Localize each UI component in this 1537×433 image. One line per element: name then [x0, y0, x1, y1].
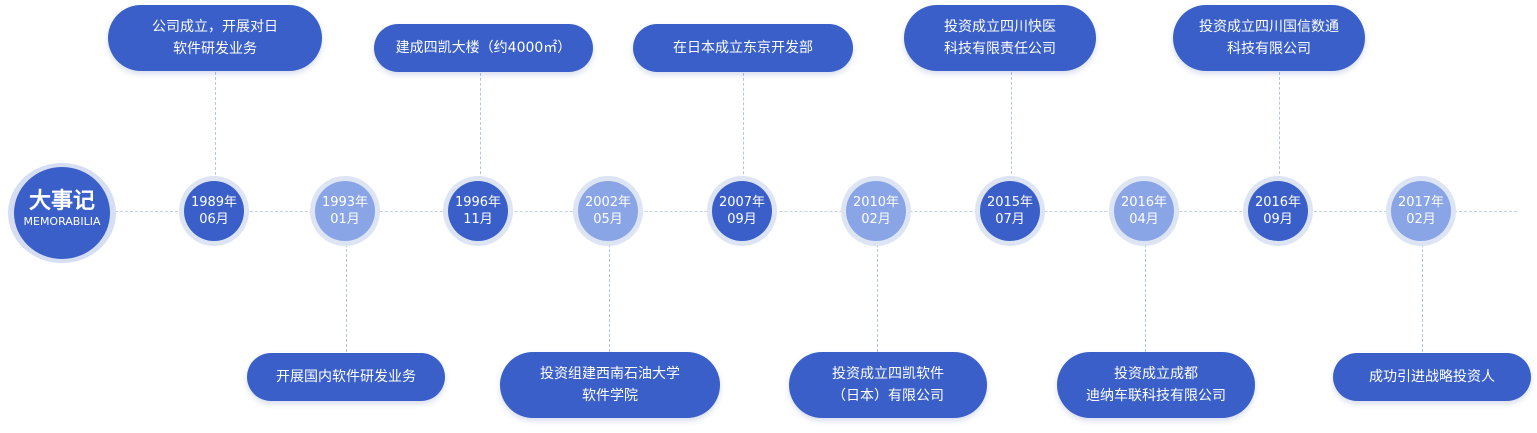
node-year: 2007年	[718, 195, 766, 210]
connector-line	[1422, 244, 1423, 352]
node-month: 04月	[1129, 212, 1159, 227]
event-card-1993: 开展国内软件研发业务	[247, 353, 445, 401]
node-month: 02月	[1406, 212, 1436, 227]
date-node-2010[interactable]: 2010年 02月	[841, 176, 911, 246]
node-year: 2017年	[1397, 195, 1445, 210]
node-month: 11月	[463, 212, 493, 227]
event-card-2016-04: 投资成立成都 迪纳车联科技有限公司	[1057, 352, 1255, 418]
node-year: 2015年	[986, 195, 1034, 210]
node-month: 05月	[593, 212, 623, 227]
connector-line	[877, 244, 878, 352]
connector-line	[215, 72, 216, 180]
connector-line	[609, 244, 610, 352]
date-node-2007[interactable]: 2007年 09月	[707, 176, 777, 246]
connector-line	[346, 244, 347, 352]
date-node-1993[interactable]: 1993年 01月	[310, 176, 380, 246]
event-text-line: 成功引进战略投资人	[1369, 369, 1495, 385]
node-year: 1993年	[321, 195, 369, 210]
connector-line	[1145, 244, 1146, 352]
connector-line	[1011, 72, 1012, 179]
date-node-2016-09[interactable]: 2016年 09月	[1243, 176, 1313, 246]
event-text-line: 投资成立四凯软件	[832, 366, 944, 382]
date-node-1989[interactable]: 1989年 06月	[179, 176, 249, 246]
node-year: 1996年	[454, 195, 502, 210]
event-text-line: 开展国内软件研发业务	[276, 369, 416, 385]
event-card-2002: 投资组建西南石油大学 软件学院	[500, 352, 720, 418]
date-node-2002[interactable]: 2002年 05月	[573, 176, 643, 246]
event-text-line: 科技有限公司	[1227, 41, 1311, 57]
memorabilia-badge: 大事记 MEMORABILIA	[8, 163, 116, 263]
date-node-2015[interactable]: 2015年 07月	[975, 176, 1045, 246]
event-card-2007: 在日本成立东京开发部	[633, 24, 853, 72]
date-node-1996[interactable]: 1996年 11月	[443, 176, 513, 246]
node-month: 01月	[330, 212, 360, 227]
timeline-axis	[110, 211, 1517, 212]
node-year: 2002年	[584, 195, 632, 210]
page-title: 大事记	[28, 189, 95, 214]
event-text-line: 软件研发业务	[173, 41, 257, 57]
date-node-2017[interactable]: 2017年 02月	[1386, 176, 1456, 246]
event-card-1989: 公司成立，开展对日 软件研发业务	[108, 5, 322, 71]
node-month: 09月	[727, 212, 757, 227]
event-card-2016-09: 投资成立四川国信数通 科技有限公司	[1173, 5, 1365, 71]
node-month: 07月	[995, 212, 1025, 227]
event-text-line: （日本）有限公司	[832, 388, 944, 404]
event-text-line: 投资组建西南石油大学	[540, 366, 680, 382]
page-subtitle: MEMORABILIA	[23, 215, 101, 228]
event-card-2015: 投资成立四川快医 科技有限责任公司	[904, 5, 1096, 71]
event-text-line: 建成四凯大楼（约4000㎡）	[395, 40, 572, 56]
event-text-line: 软件学院	[582, 388, 638, 404]
event-card-2017: 成功引进战略投资人	[1333, 353, 1531, 401]
node-year: 2016年	[1120, 195, 1168, 210]
date-node-2016-04[interactable]: 2016年 04月	[1109, 176, 1179, 246]
node-month: 02月	[861, 212, 891, 227]
event-card-2010: 投资成立四凯软件 （日本）有限公司	[789, 352, 987, 418]
node-year: 2010年	[852, 195, 900, 210]
node-month: 06月	[199, 212, 229, 227]
event-text-line: 投资成立四川国信数通	[1199, 19, 1339, 35]
node-year: 2016年	[1254, 195, 1302, 210]
node-year: 1989年	[190, 195, 238, 210]
event-text-line: 在日本成立东京开发部	[673, 40, 813, 56]
event-text-line: 公司成立，开展对日	[152, 19, 278, 35]
event-text-line: 投资成立四川快医	[944, 19, 1056, 35]
connector-line	[480, 73, 481, 179]
connector-line	[1279, 72, 1280, 179]
event-card-1996: 建成四凯大楼（约4000㎡）	[374, 24, 593, 72]
event-text-line: 迪纳车联科技有限公司	[1086, 388, 1226, 404]
event-text-line: 科技有限责任公司	[944, 41, 1056, 57]
event-text-line: 投资成立成都	[1114, 366, 1198, 382]
connector-line	[743, 73, 744, 179]
node-month: 09月	[1263, 212, 1293, 227]
